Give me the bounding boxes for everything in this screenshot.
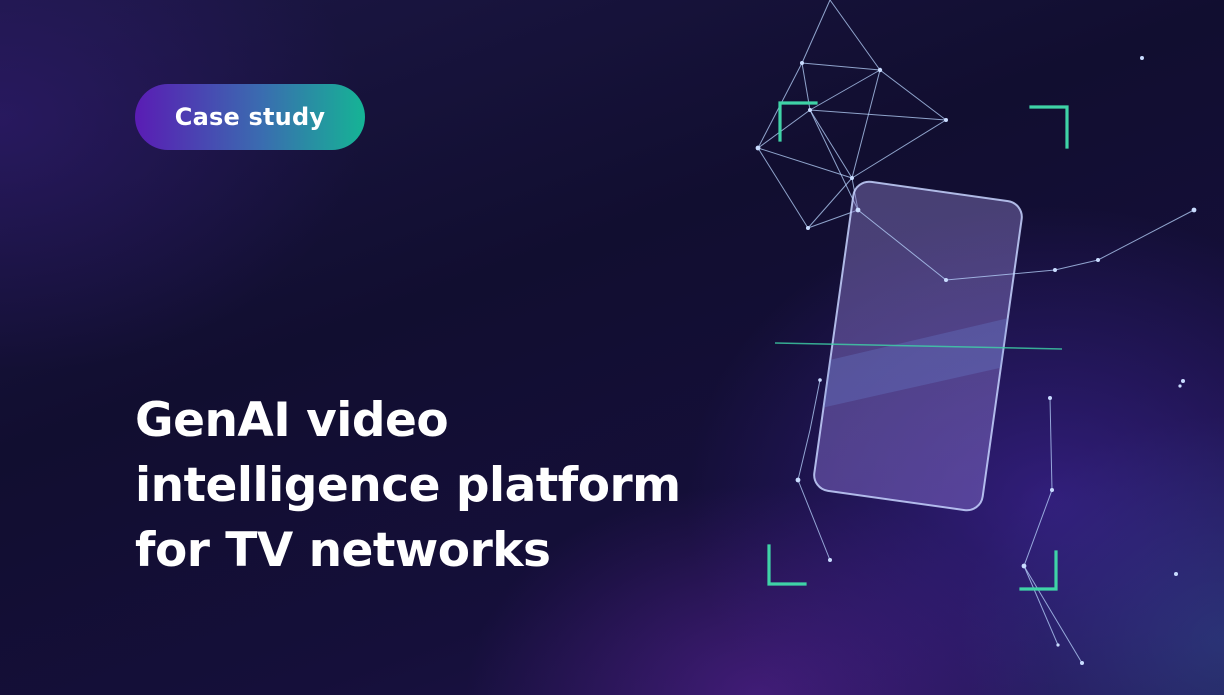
network-mesh-top bbox=[757, 0, 947, 229]
corner-top-left-icon bbox=[778, 101, 818, 142]
network-nodes bbox=[755, 56, 1197, 665]
corner-bottom-right-icon bbox=[1019, 550, 1058, 591]
network-line-bottom-left bbox=[797, 379, 831, 561]
corner-bottom-left-icon bbox=[767, 544, 807, 586]
case-study-badge: Case study bbox=[135, 84, 365, 150]
scan-line bbox=[774, 342, 1063, 350]
corner-top-right-icon bbox=[1029, 105, 1069, 149]
scanner-corner-brackets bbox=[767, 101, 1069, 591]
page-title: GenAI video intelligence platform for TV… bbox=[135, 388, 755, 583]
title-line-1: GenAI video bbox=[135, 393, 449, 448]
title-line-2: intelligence platform bbox=[135, 458, 681, 513]
network-line-bottom-right bbox=[1023, 397, 1083, 664]
case-study-badge-label: Case study bbox=[174, 103, 326, 131]
title-line-3: for TV networks bbox=[135, 523, 551, 578]
phone-scan-network-illustration bbox=[755, 0, 1197, 665]
